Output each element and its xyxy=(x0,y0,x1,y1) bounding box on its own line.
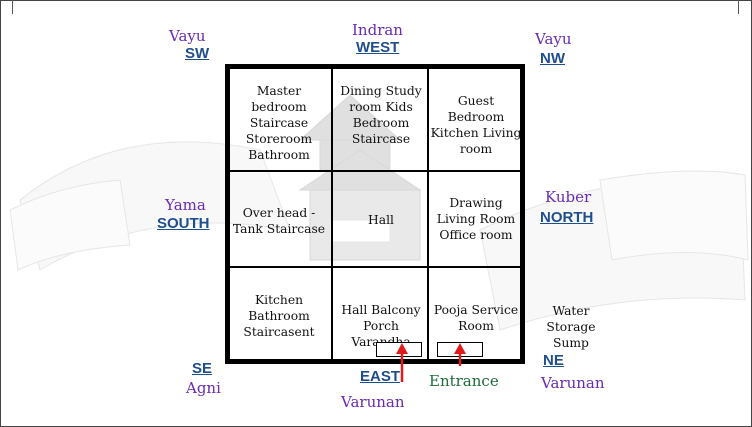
west-deity: Indran xyxy=(352,21,403,39)
sw-direction: SW xyxy=(185,45,210,62)
right-margin-mark xyxy=(738,0,739,14)
ne-direction: NE xyxy=(543,352,564,369)
east-deity: Varunan xyxy=(341,393,405,411)
west-direction: WEST xyxy=(356,39,400,56)
vastu-grid: Master bedroom Staircase Storeroom Bathr… xyxy=(225,64,525,364)
water-storage-label: Water Storage Sump xyxy=(546,304,596,350)
cell-top-left: Master bedroom Staircase Storeroom Bathr… xyxy=(245,84,313,162)
sw-deity: Vayu xyxy=(169,27,206,45)
se-direction: SE xyxy=(192,360,213,377)
entrance-label: Entrance xyxy=(429,372,499,390)
cell-mid-middle: Hall xyxy=(368,213,394,227)
ne-deity: Varunan xyxy=(541,374,605,392)
east-direction: EAST xyxy=(360,368,401,385)
nw-deity: Vayu xyxy=(535,30,572,48)
se-deity: Agni xyxy=(186,379,221,397)
left-margin-mark xyxy=(12,0,13,14)
grid-line-h2 xyxy=(230,266,520,268)
north-deity: Kuber xyxy=(545,188,592,206)
cell-bot-right: Pooja Service Room xyxy=(433,303,519,333)
cell-top-middle: Dining Study room Kids Bedroom Staircase xyxy=(340,84,422,146)
south-direction: SOUTH xyxy=(157,215,210,232)
grid-line-h1 xyxy=(230,170,520,172)
grid-line-v1 xyxy=(331,69,333,359)
cell-bot-left: Kitchen Bathroom Staircasent xyxy=(243,293,315,339)
south-deity: Yama xyxy=(165,196,206,214)
cell-mid-right: Drawing Living Room Office room xyxy=(436,196,516,242)
entrance-box-east xyxy=(376,342,422,357)
cell-mid-left: Over head - Tank Staircase xyxy=(232,206,326,236)
north-direction: NORTH xyxy=(540,209,594,226)
nw-direction: NW xyxy=(540,50,565,67)
entrance-box-ne xyxy=(437,342,483,357)
cell-top-right: Guest Bedroom Kitchen Living room xyxy=(430,94,522,156)
grid-line-v2 xyxy=(427,69,429,359)
